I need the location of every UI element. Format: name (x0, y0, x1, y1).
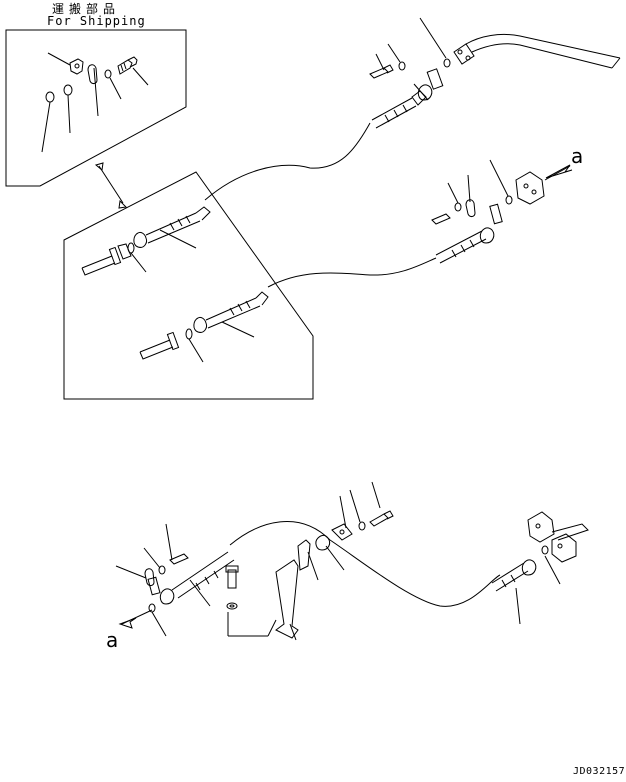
shipping-title-english: For Shipping (47, 14, 146, 28)
middle-right-fittings (432, 160, 572, 263)
shipping-arrow (96, 163, 126, 208)
lower-cable-assembly (116, 482, 588, 640)
reference-mark-a-bottom: a (106, 628, 119, 652)
detail-box (64, 172, 313, 399)
upper-cable-assembly (205, 18, 620, 287)
reference-mark-a-top: a (571, 144, 584, 168)
shipping-parts-inset (6, 30, 186, 186)
shipping-title-japanese: 運搬部品 (52, 2, 121, 16)
drawing-code: JD032157 (573, 766, 626, 777)
